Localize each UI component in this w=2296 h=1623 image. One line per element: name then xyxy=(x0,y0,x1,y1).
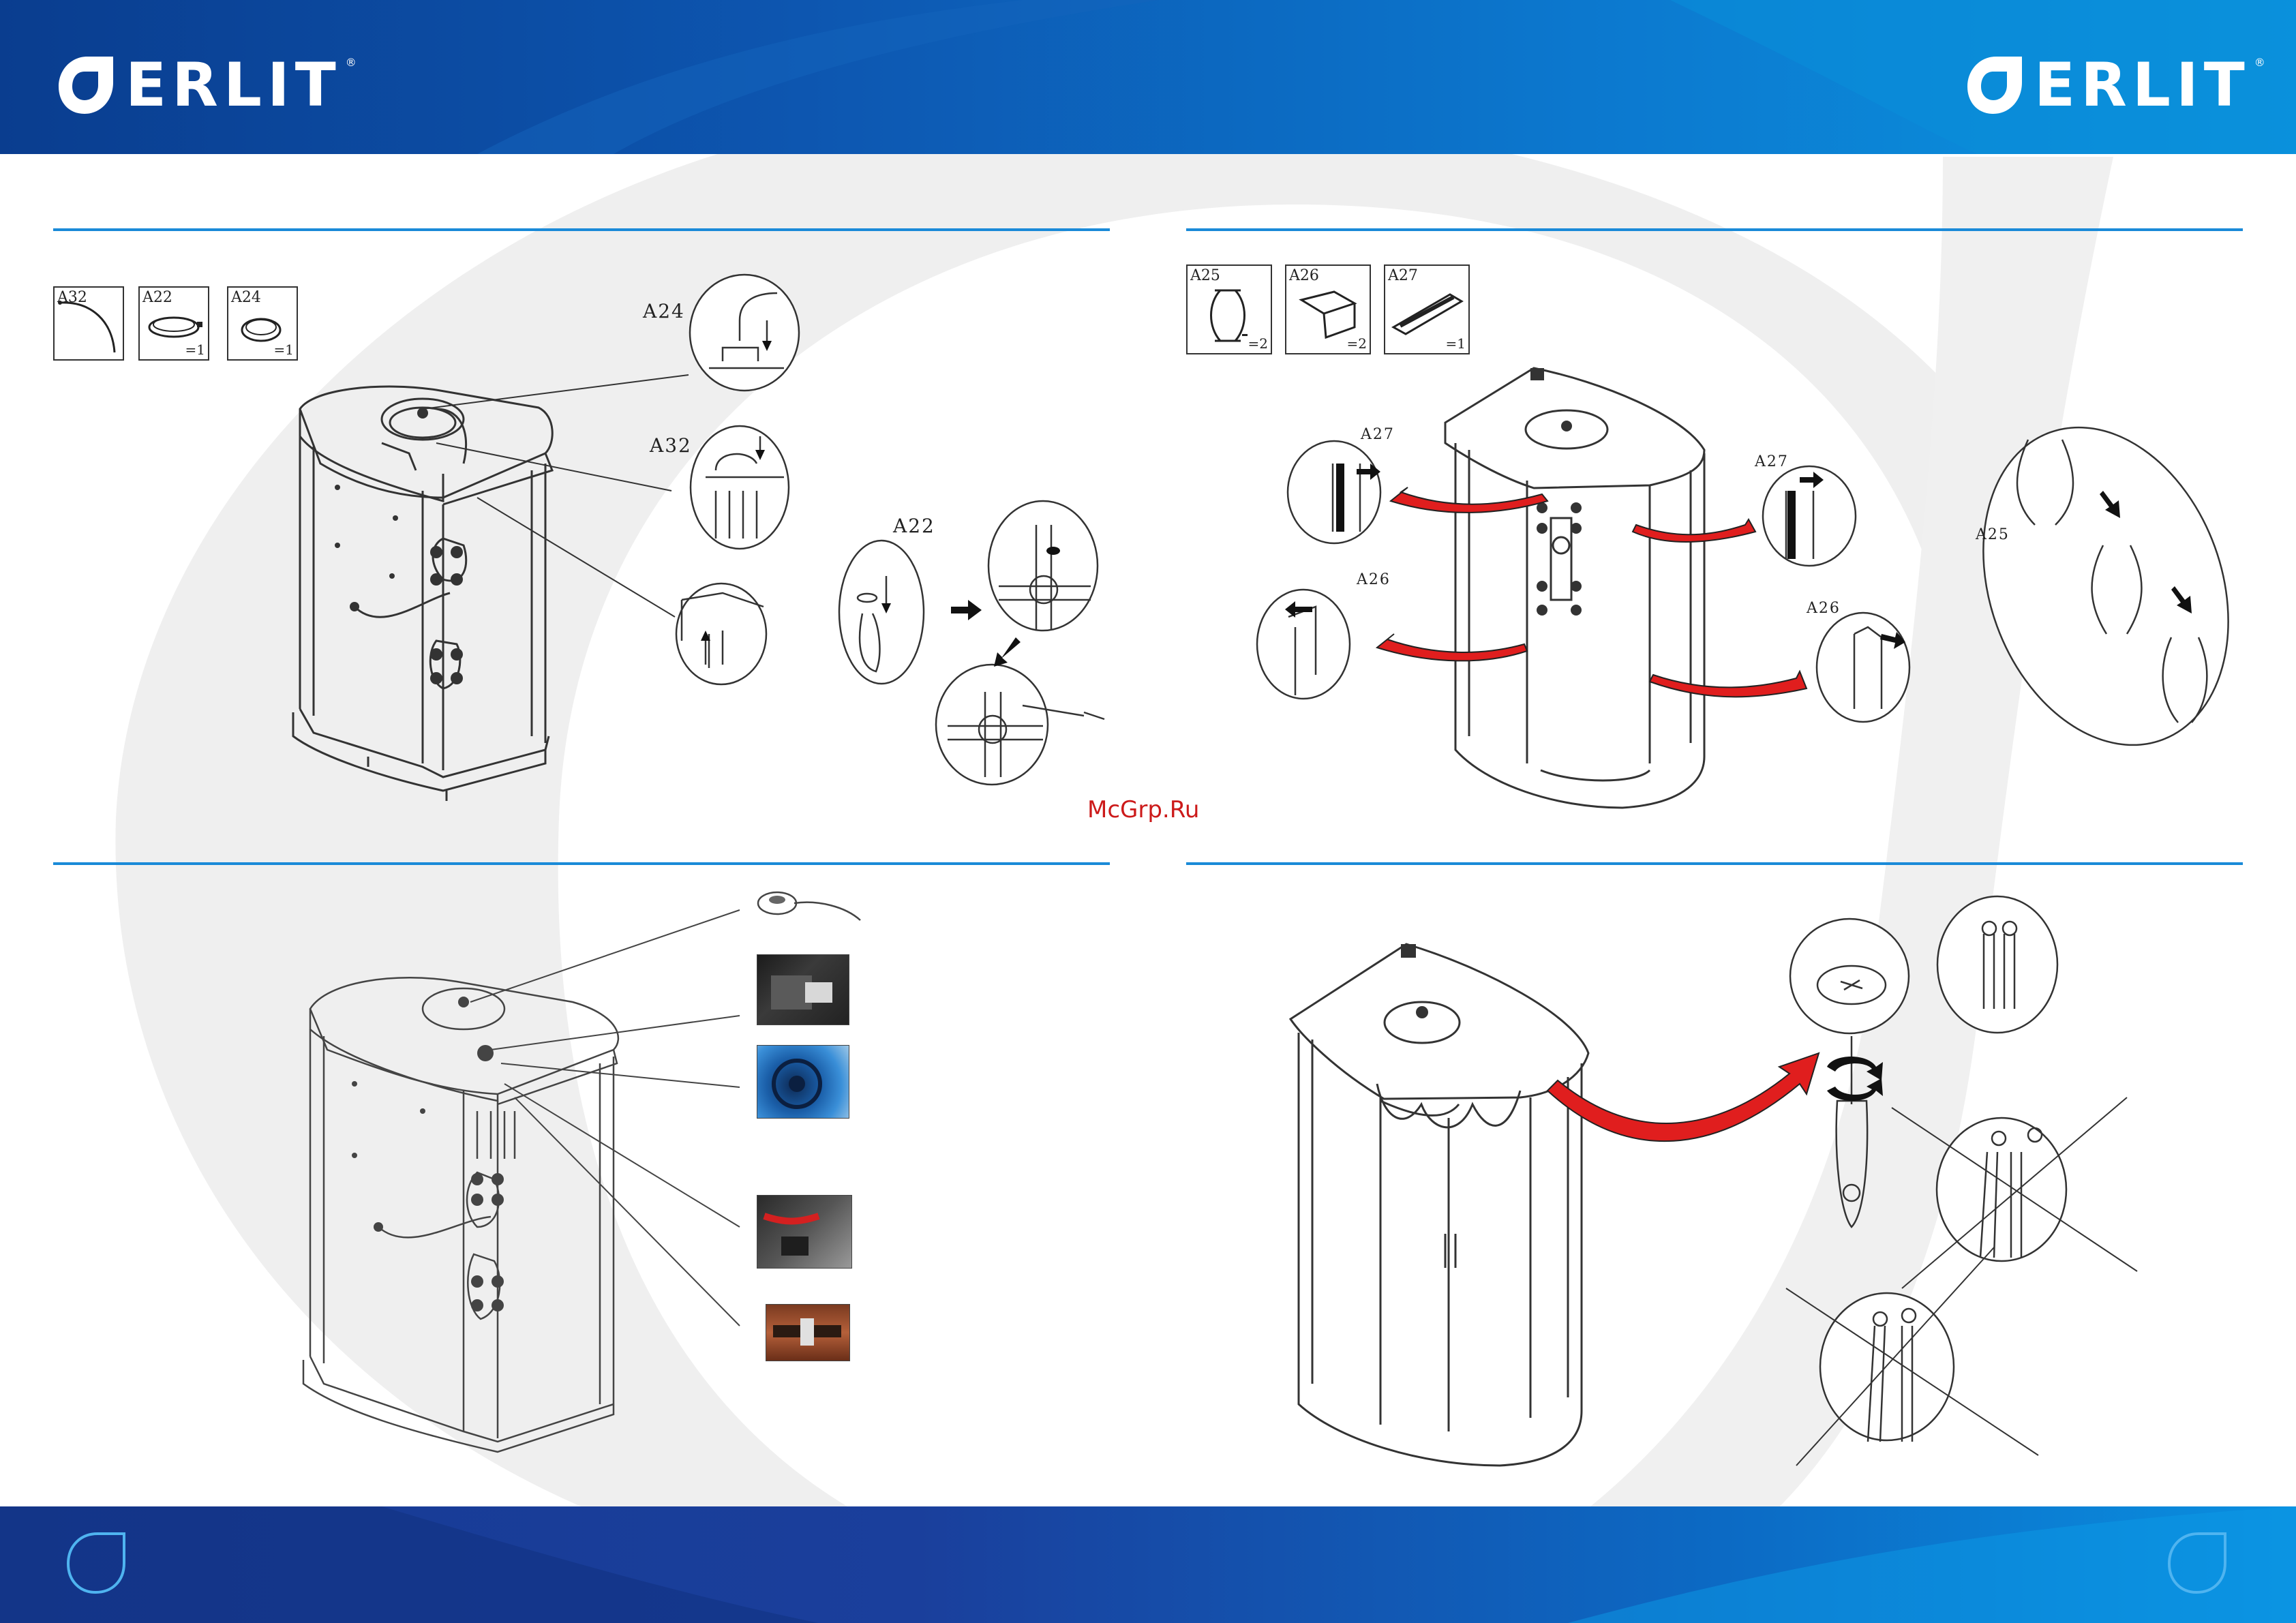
footer-swoosh xyxy=(0,1506,2296,1623)
drop-footer-icon xyxy=(2161,1526,2236,1601)
callout-a32: A32 xyxy=(650,434,692,457)
callout-a22: A22 xyxy=(893,515,935,537)
registered-mark: ® xyxy=(2254,56,2265,69)
section-rule-bottom-right xyxy=(1186,862,2243,865)
callout-a24: A24 xyxy=(643,300,685,322)
part-qty: =2 xyxy=(1248,335,1268,352)
watermark-text: McGrp.Ru xyxy=(1087,796,1199,823)
callout-a27-right: A27 xyxy=(1755,453,1789,470)
section-rule-bottom-left xyxy=(53,862,1110,865)
erlit-logo-icon xyxy=(53,51,121,119)
part-box-a32: A32 xyxy=(53,286,124,361)
part-box-a25: A25 =2 xyxy=(1186,264,1272,354)
part-qty: =2 xyxy=(1347,335,1367,352)
part-qty: =1 xyxy=(1446,335,1466,352)
brand-logo-right: ERLIT ® xyxy=(1962,48,2265,123)
brand-wordmark: ERLIT xyxy=(2034,55,2250,115)
brand-logo-left: ERLIT ® xyxy=(53,48,357,123)
part-qty: =1 xyxy=(274,342,294,358)
page-footer xyxy=(0,1506,2296,1623)
photo-wire-connector xyxy=(757,1195,852,1269)
callout-a26-left: A26 xyxy=(1357,571,1391,588)
callout-a25: A25 xyxy=(1976,526,2010,543)
photo-speaker xyxy=(757,1045,849,1119)
photo-terminal xyxy=(766,1304,850,1361)
registered-mark: ® xyxy=(346,56,357,69)
part-qty: =1 xyxy=(185,342,205,358)
drop-footer-icon xyxy=(60,1526,135,1601)
callout-a27-left: A27 xyxy=(1361,426,1395,443)
callout-a26-right: A26 xyxy=(1807,600,1841,617)
erlit-logo-icon xyxy=(1962,51,2030,119)
part-box-a26: A26 =2 xyxy=(1285,264,1371,354)
part-box-a22: A22 =1 xyxy=(138,286,209,361)
photo-connection-1 xyxy=(757,954,849,1025)
section-rule-top-left xyxy=(53,228,1110,231)
part-box-a24: A24 =1 xyxy=(227,286,298,361)
page-header: ERLIT ® ERLIT ® xyxy=(0,0,2296,154)
section-rule-top-right xyxy=(1186,228,2243,231)
hose-arc-icon xyxy=(55,288,123,359)
brand-wordmark: ERLIT xyxy=(125,55,342,115)
part-box-a27: A27 =1 xyxy=(1384,264,1470,354)
